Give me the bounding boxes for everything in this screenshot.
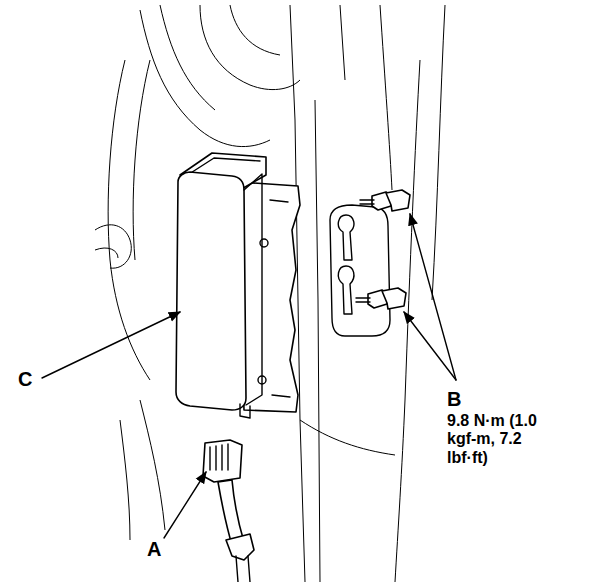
label-holder: A xyxy=(147,538,161,561)
harness-connector xyxy=(203,440,254,582)
label-holder: B xyxy=(447,388,461,411)
callout-letter: B xyxy=(447,388,461,411)
leader-lines xyxy=(42,214,456,538)
label-holder: C xyxy=(18,368,32,391)
background-body-lines xyxy=(95,5,445,582)
label-holder: 9.8 N·m (1.0 kgf-m, 7.2 lbf·ft) xyxy=(447,412,539,467)
mounting-bolt xyxy=(360,190,410,211)
torque-spec: 9.8 N·m (1.0 kgf-m, 7.2 lbf·ft) xyxy=(447,412,539,467)
callout-letter: A xyxy=(147,538,161,561)
callout-letter: C xyxy=(18,368,32,391)
mounting-panel xyxy=(330,205,390,336)
srs-unit xyxy=(176,153,300,418)
mounting-bolt xyxy=(356,288,406,309)
